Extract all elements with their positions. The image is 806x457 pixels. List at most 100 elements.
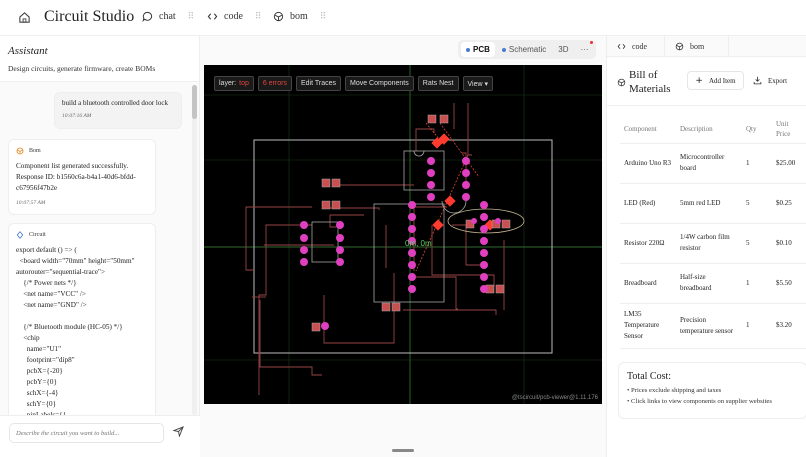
message-text: Component list generated successfully. R… (16, 162, 136, 192)
package-icon (273, 11, 284, 22)
tab-3d[interactable]: 3D (553, 42, 573, 57)
bom-panel: code bom Bill of Materials + Add Item Ex… (606, 36, 806, 457)
tab-3d-label: 3D (558, 45, 569, 54)
export-button[interactable]: Export (753, 71, 787, 90)
chat-scrollbar[interactable] (192, 85, 197, 415)
qty-cell: 1 (742, 303, 772, 349)
tab-bom-label: bom (690, 41, 705, 51)
drag-grip-icon[interactable]: ⠿ (254, 11, 262, 22)
more-menu-button[interactable]: ··· (575, 41, 594, 57)
errors-button[interactable]: 6 errors (257, 76, 292, 91)
description-cell: 1/4W carbon film resistor (676, 223, 742, 264)
add-item-label: Add Item (708, 76, 736, 85)
column-header: Unit Price (772, 116, 806, 144)
drag-grip-icon[interactable]: ⠿ (319, 11, 327, 22)
package-icon (16, 147, 24, 155)
view-dropdown[interactable]: View ▾ (462, 76, 494, 91)
home-icon[interactable] (18, 11, 31, 24)
notification-badge (590, 41, 594, 44)
layer-value: top (239, 80, 249, 87)
price-cell: $25.00 (772, 143, 806, 184)
scrollbar-thumb[interactable] (192, 85, 197, 119)
viewer-tabs: PCB Schematic 3D ··· (458, 40, 597, 59)
message-timestamp: 10:07:57 AM (16, 200, 46, 206)
pcb-canvas[interactable]: 0m, 0m layer:top 6 errors Edit Traces Mo… (204, 65, 602, 404)
top-navigation-bar: Circuit Studio chat ⠿ code ⠿ bom ⠿ (0, 0, 806, 36)
bom-header: Bill of Materials + Add Item Export (607, 58, 806, 106)
description-cell: Precision temperature sensor (676, 303, 742, 349)
circuit-message: Circuit export default () => ( <board wi… (8, 223, 156, 415)
message-text: build a bluetooth controlled door lock (62, 99, 168, 107)
bom-title: Bill of Materials (629, 69, 671, 95)
bom-message: Bom Component list generated successfull… (8, 139, 156, 215)
description-cell: Half-size breadboard (676, 263, 742, 304)
pcb-drawing: 0m, 0m (204, 65, 602, 404)
drag-grip-icon[interactable]: ⠿ (187, 11, 195, 22)
tab-chat-label: chat (159, 11, 176, 22)
qty-cell: 1 (742, 143, 772, 184)
tab-bom-label: bom (290, 11, 308, 22)
pcb-toolbar: layer:top 6 errors Edit Traces Move Comp… (214, 76, 494, 91)
qty-cell: 5 (742, 183, 772, 224)
table-row[interactable]: Breadboard Half-size breadboard 1 $5.50 (620, 263, 806, 304)
assistant-header: Assistant Design circuits, generate firm… (0, 36, 199, 82)
edit-traces-button[interactable]: Edit Traces (295, 76, 341, 91)
circuit-code: export default () => ( <board width="70m… (16, 246, 135, 415)
move-components-button[interactable]: Move Components (345, 76, 414, 91)
total-cost-label: Total Cost: (627, 371, 672, 382)
price-cell: $3.20 (772, 303, 806, 349)
tab-code[interactable]: code (607, 36, 665, 56)
status-dot (466, 47, 470, 52)
note-supplier-links: • Click links to view components on supp… (627, 398, 772, 405)
price-cell: $0.10 (772, 223, 806, 264)
total-cost-card: Total Cost: • Prices exclude shipping an… (618, 362, 806, 419)
table-row[interactable]: LED (Red) 5mm red LED 5 $0.25 (620, 183, 806, 224)
chat-input-area (0, 415, 200, 457)
component-cell: LED (Red) (620, 183, 676, 224)
table-row[interactable]: Arduino Uno R3 Microcontroller board 1 $… (620, 143, 806, 184)
component-cell: Arduino Uno R3 (620, 143, 676, 184)
qty-cell: 5 (742, 223, 772, 264)
circuit-icon (16, 231, 24, 239)
export-label: Export (768, 76, 788, 85)
price-cell: $5.50 (772, 263, 806, 304)
tab-schematic[interactable]: Schematic (497, 42, 551, 57)
tab-schematic-label: Schematic (508, 45, 547, 54)
column-header: Description (676, 116, 742, 144)
component-cell: Breadboard (620, 263, 676, 304)
layer-label: layer: (219, 80, 237, 87)
table-header-row: Component Description Qty Unit Price (620, 116, 806, 144)
column-header: Component (620, 116, 676, 144)
component-cell: LM35 Temperature Sensor (620, 303, 676, 349)
bom-table: Component Description Qty Unit Price Ard… (620, 116, 806, 349)
chat-messages[interactable]: build a bluetooth controlled door lock 1… (0, 83, 200, 415)
tab-code[interactable]: code ⠿ (207, 11, 262, 22)
assistant-title: Assistant (8, 45, 48, 57)
assistant-subtitle: Design circuits, generate firmware, crea… (8, 64, 156, 73)
layer-select[interactable]: layer:top (214, 76, 254, 91)
user-message: build a bluetooth controlled door lock 1… (54, 92, 182, 129)
tab-pcb-label: PCB (473, 45, 490, 54)
package-icon (617, 78, 626, 87)
plus-icon: + (695, 75, 703, 86)
add-item-button[interactable]: + Add Item (687, 71, 744, 90)
description-cell: Microcontroller board (676, 143, 742, 184)
description-cell: 5mm red LED (676, 183, 742, 224)
chat-input[interactable] (9, 423, 164, 443)
chat-bubble-icon (142, 11, 153, 22)
component-cell: Resistor 220Ω (620, 223, 676, 264)
tab-code-label: code (224, 11, 243, 22)
viewer-panel: PCB Schematic 3D ··· (200, 36, 606, 457)
resize-handle[interactable] (392, 449, 414, 452)
note-shipping: • Prices exclude shipping and taxes (627, 387, 722, 394)
tab-bom[interactable]: bom ⠿ (273, 11, 327, 22)
table-row[interactable]: LM35 Temperature Sensor Precision temper… (620, 303, 806, 349)
send-icon[interactable] (173, 426, 184, 437)
tab-pcb[interactable]: PCB (461, 42, 495, 57)
tab-chat[interactable]: chat ⠿ (142, 11, 195, 22)
message-sender: Bom (29, 148, 41, 154)
tab-bom[interactable]: bom (665, 36, 729, 56)
table-row[interactable]: Resistor 220Ω 1/4W carbon film resistor … (620, 223, 806, 264)
price-cell: $0.25 (772, 183, 806, 224)
rats-nest-button[interactable]: Rats Nest (417, 76, 459, 91)
